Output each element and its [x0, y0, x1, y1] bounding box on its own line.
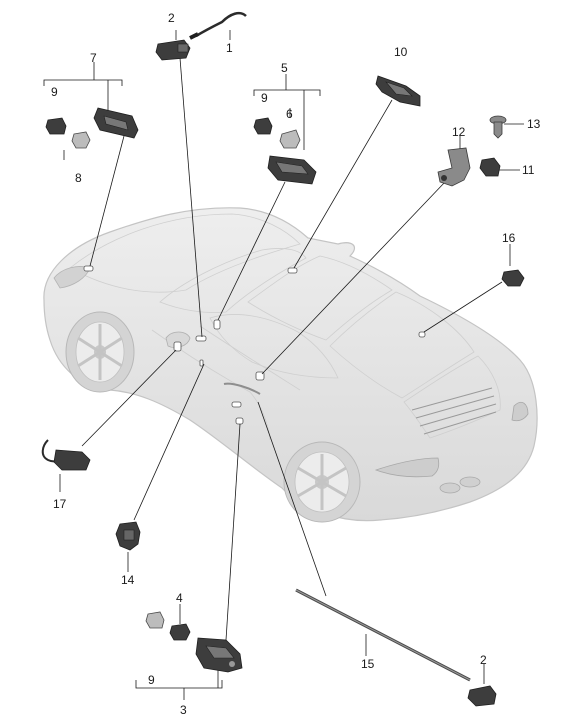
sensor-part-11 [479, 157, 501, 177]
cap-part-4 [169, 623, 191, 641]
callout-labels: 1 2 2 3 4 5 6 7 8 9 9 9 10 11 12 13 14 1… [51, 11, 541, 717]
callout-8: 8 [75, 171, 82, 185]
callout-2-top: 2 [168, 11, 175, 25]
group-brackets [43, 62, 321, 700]
clip-part-13 [489, 115, 507, 139]
callout-2-bottom: 2 [480, 653, 487, 667]
front-wheel [65, 311, 135, 393]
bracket-part-12 [437, 147, 471, 187]
cable-part-1 [189, 11, 247, 40]
callout-6: 6 [286, 107, 293, 121]
button-part-6 [279, 129, 301, 149]
callout-4: 4 [176, 591, 183, 605]
switch-part-9-left [45, 117, 67, 135]
module-part-10 [375, 75, 421, 107]
switch-part-9-bottom [145, 611, 165, 629]
housing-part-7 [93, 107, 139, 139]
callout-9-bottom: 9 [148, 673, 155, 687]
callout-16: 16 [502, 231, 516, 245]
sensor-part-17 [41, 439, 91, 471]
callout-11: 11 [522, 163, 535, 177]
callout-5: 5 [281, 61, 288, 75]
callout-7: 7 [90, 51, 97, 65]
callout-10: 10 [394, 45, 408, 59]
housing-part-5 [267, 155, 317, 185]
callout-12: 12 [452, 125, 466, 139]
callout-14: 14 [121, 573, 135, 587]
callout-13: 13 [527, 117, 541, 131]
lock-part-3 [195, 637, 243, 673]
connector-part-2-top [155, 39, 191, 61]
rod-part-15 [295, 588, 471, 682]
sensor-part-16 [501, 269, 525, 287]
switch-part-9-mid [253, 117, 273, 135]
button-part-8 [71, 131, 91, 149]
callout-1: 1 [226, 41, 233, 55]
connector-part-2-bottom [467, 685, 497, 707]
rear-grille [411, 387, 497, 435]
rear-wheel [283, 441, 361, 523]
sensor-part-14 [115, 521, 141, 551]
callout-17: 17 [53, 497, 67, 511]
callout-9-left: 9 [51, 85, 58, 99]
car-body [43, 207, 538, 522]
callout-3: 3 [180, 703, 187, 717]
callout-15: 15 [361, 657, 375, 671]
callout-9-mid: 9 [261, 91, 268, 105]
leader-lines [59, 30, 524, 684]
